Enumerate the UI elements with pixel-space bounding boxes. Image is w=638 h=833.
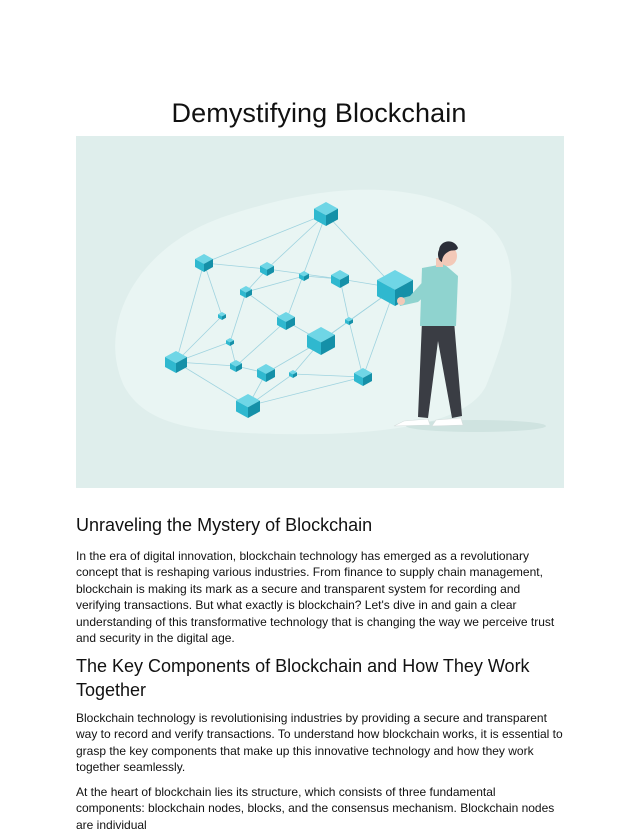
network-line [203,213,327,264]
network-line [292,373,364,378]
cube-node [218,312,226,320]
paragraph-components-1: Blockchain technology is revolutionising… [76,711,563,775]
section-heading-mystery: Unraveling the Mystery of Blockchain [76,515,373,535]
cube-node [307,327,335,355]
blockchain-network-illustration [115,189,546,435]
cube-node [195,254,213,272]
cube-node [277,312,295,330]
cube-node [289,370,297,378]
network-line [247,376,364,407]
network-line [203,262,268,270]
person-neck [436,258,443,267]
person-arm [398,276,436,306]
network-line [325,213,396,289]
network-line [203,262,223,317]
network-line [175,315,223,363]
network-line [285,213,327,322]
person-hand [397,297,405,305]
section-heading-components: The Key Components of Blockchain and How… [76,656,530,700]
network-line [266,213,327,270]
cube-node [354,368,372,386]
network-line [175,262,205,363]
network-line [175,361,249,407]
person-pants [418,321,462,418]
cube-node [299,271,309,281]
network-line [229,291,247,343]
page-title: Demystifying Blockchain [171,98,467,128]
background-blob [115,189,512,435]
hero-illustration [76,136,564,488]
cube-node [240,286,252,298]
cube-node [165,351,187,373]
cube-node [230,360,242,372]
person-hair [438,241,458,262]
network-line [245,275,305,293]
network-line [348,320,364,378]
person-shoe-right [431,417,464,427]
cube-node [331,270,349,288]
network-line [235,320,287,367]
cube-node [236,394,260,418]
paragraph-intro: In the era of digital innovation, blockc… [76,549,555,646]
cube-node [257,364,275,382]
cube-node [226,338,234,346]
person-shoe-left [393,418,431,427]
cube-node [314,202,338,226]
network-cubes [165,202,413,418]
person-figure [393,241,464,427]
cube-node [345,317,353,325]
